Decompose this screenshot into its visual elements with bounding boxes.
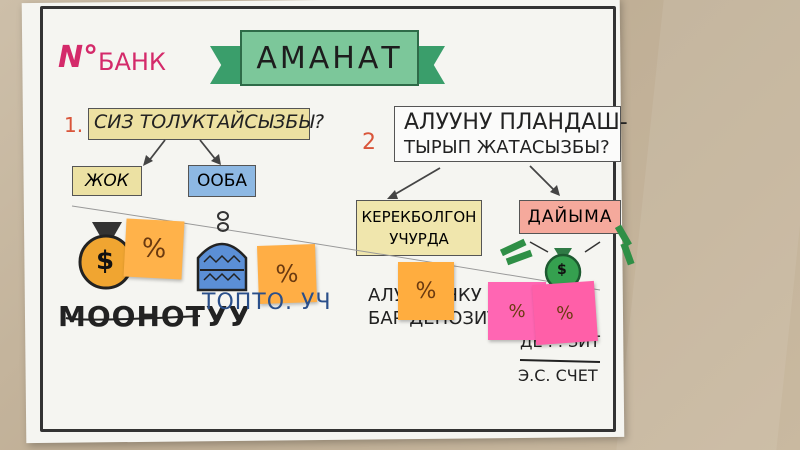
arrow-q2-daiyma [529,165,557,193]
bank-label: БАНК [98,48,166,76]
answer-kerek: КЕРЕКБОЛГОН УЧУРДА [356,200,482,256]
bank-number: N° [58,40,99,75]
answer-ooba: ООБА [188,165,256,197]
question2-box [394,106,621,162]
answer-kerek-line1: КЕРЕКБОЛГОН [361,208,477,226]
banner-title: АМАНАТ [240,30,419,86]
answer-kerek-line2: УЧУРДА [389,230,449,248]
answer-jok: ЖОК [72,166,142,196]
arrow-q1-jok [147,139,166,163]
piggy-bank-icon [196,242,248,292]
money-bag-icon [78,222,134,290]
cash-bundle-icon [499,224,635,291]
label-toptoo: ТОПТО. УЧ [202,290,332,315]
coin-stack-icon [217,211,229,232]
dollar-sign: $ [96,246,115,276]
arrow-q2-kerek [391,167,441,197]
label-es-schet: Э.С. СЧЕТ [518,366,598,385]
arrow-q1-ooba [199,139,217,161]
underline-marks [65,315,601,363]
label-moonotuu: МООНОТУУ [58,300,251,333]
question2-number: 2 [362,130,376,155]
sticky-note-5: % [531,280,599,346]
dollar-sign-small: $ [557,262,567,278]
title-banner: АМАНАТ [210,22,445,92]
string-line [71,205,601,291]
question2-line2: ТЫРЫП ЖАТАСЫЗБЫ? [404,137,610,158]
answer-daiyma: ДАЙЫМА [519,200,621,234]
question2-line1: АЛУУНУ ПЛАНДАШ- [404,110,628,135]
question1-box [88,108,310,140]
question1-number: 1. [64,113,84,137]
sticky-note-1: % [123,218,185,280]
sticky-note-3: % [398,262,454,320]
question1-text: СИЗ ТОЛУКТАЙСЫЗБЫ? [94,111,325,133]
